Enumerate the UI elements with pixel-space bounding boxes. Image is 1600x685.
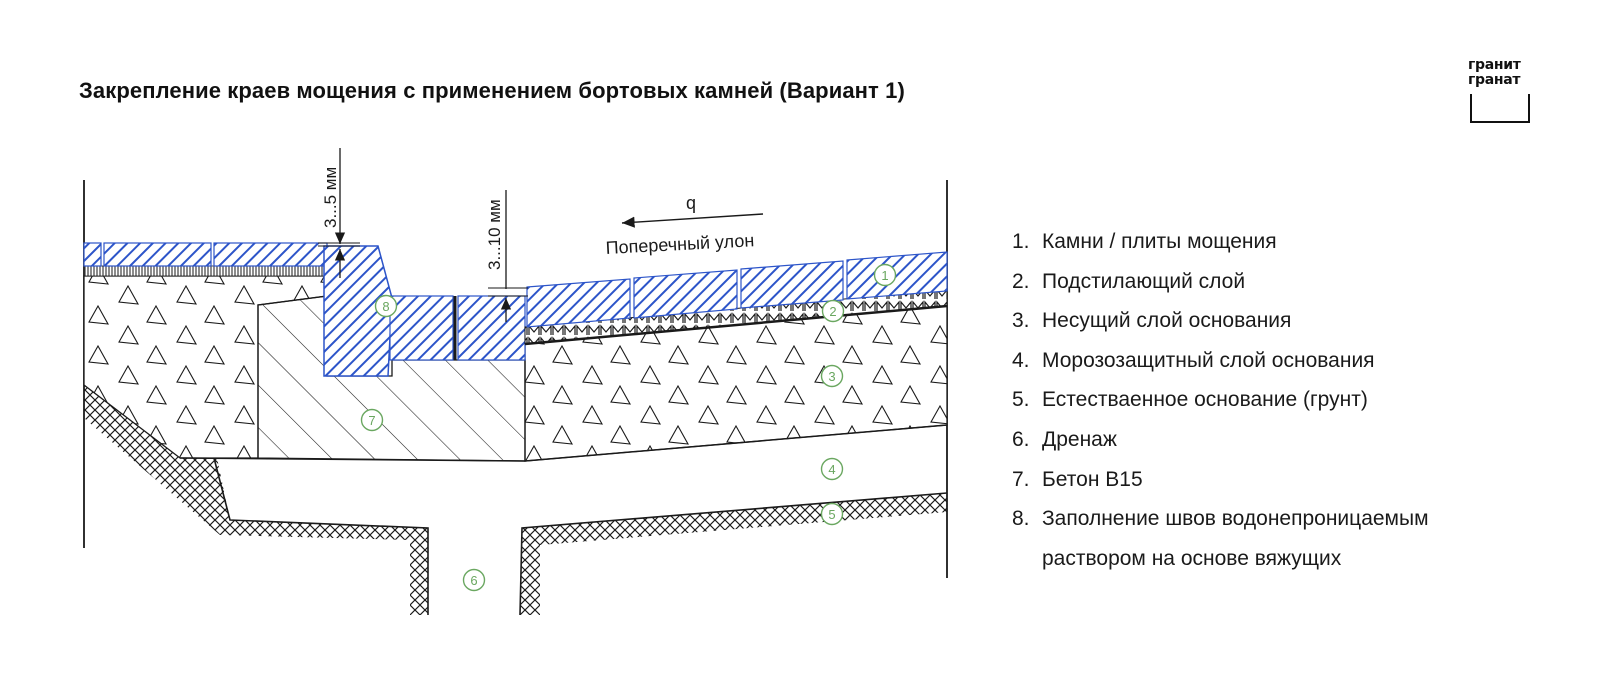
- sand-bed-left: [83, 265, 328, 277]
- logo-line-2: гранат: [1468, 72, 1521, 88]
- legend-item: 2.Подстилающий слой: [1012, 269, 1246, 293]
- slope-arrow-icon: [621, 213, 764, 228]
- svg-text:1: 1: [881, 268, 888, 283]
- svg-text:7: 7: [368, 413, 375, 428]
- svg-text:5: 5: [828, 507, 835, 522]
- svg-text:6: 6: [470, 573, 477, 588]
- marker-7: 7: [360, 408, 384, 432]
- paver-left-3: [213, 242, 328, 267]
- logo-bracket-icon: [1470, 94, 1530, 123]
- svg-text:4: 4: [828, 462, 835, 477]
- svg-text:3: 3: [828, 369, 835, 384]
- paver-right-1: [526, 278, 631, 328]
- legend-item: 8.Заполнение швов водонепроницаемым: [1012, 507, 1429, 531]
- load-symbol: q: [686, 193, 696, 213]
- brand-logo: гранит гранат: [1468, 58, 1532, 126]
- legend-list: 1.Камни / плиты мощения 2.Подстилающий с…: [1012, 222, 1562, 578]
- dimension-gap-small: 3...5 мм: [321, 167, 340, 228]
- marker-8: 8: [374, 294, 398, 318]
- dimension-gap-large: 3...10 мм: [485, 199, 504, 270]
- paver-left-2: [103, 242, 212, 267]
- legend-item: 6.Дренаж: [1012, 427, 1117, 451]
- gutter-stone-1: [389, 295, 454, 361]
- marker-5: 5: [820, 502, 844, 526]
- slope-label: Поперечный улон: [605, 230, 755, 258]
- diagram-title: Закрепление краев мощения с применением …: [79, 78, 905, 103]
- marker-2: 2: [821, 299, 845, 323]
- paver-right-4: [846, 251, 948, 300]
- legend-item: 5.Естестваенное основание (грунт): [1012, 388, 1368, 412]
- legend-item: 7.Бетон B15: [1012, 467, 1143, 491]
- marker-6: 6: [462, 568, 486, 592]
- paver-left-1: [83, 242, 102, 267]
- gutter-stone-2: [457, 295, 526, 361]
- legend-item: 3.Несущий слой основания: [1012, 309, 1292, 333]
- paver-right-2: [633, 269, 738, 319]
- natural-ground-soil-right: [520, 493, 947, 615]
- marker-4: 4: [820, 457, 844, 481]
- svg-text:8: 8: [382, 299, 389, 314]
- legend-item: раствором на основе вяжущих: [1042, 546, 1342, 570]
- logo-line-1: гранит: [1468, 57, 1521, 73]
- marker-3: 3: [820, 364, 844, 388]
- svg-text:2: 2: [829, 304, 836, 319]
- legend-item: 4.Морозозащитный слой основания: [1012, 348, 1375, 372]
- legend-item: 1.Камни / плиты мощения: [1012, 230, 1277, 253]
- paver-right-3: [740, 260, 844, 309]
- marker-1: 1: [873, 263, 897, 287]
